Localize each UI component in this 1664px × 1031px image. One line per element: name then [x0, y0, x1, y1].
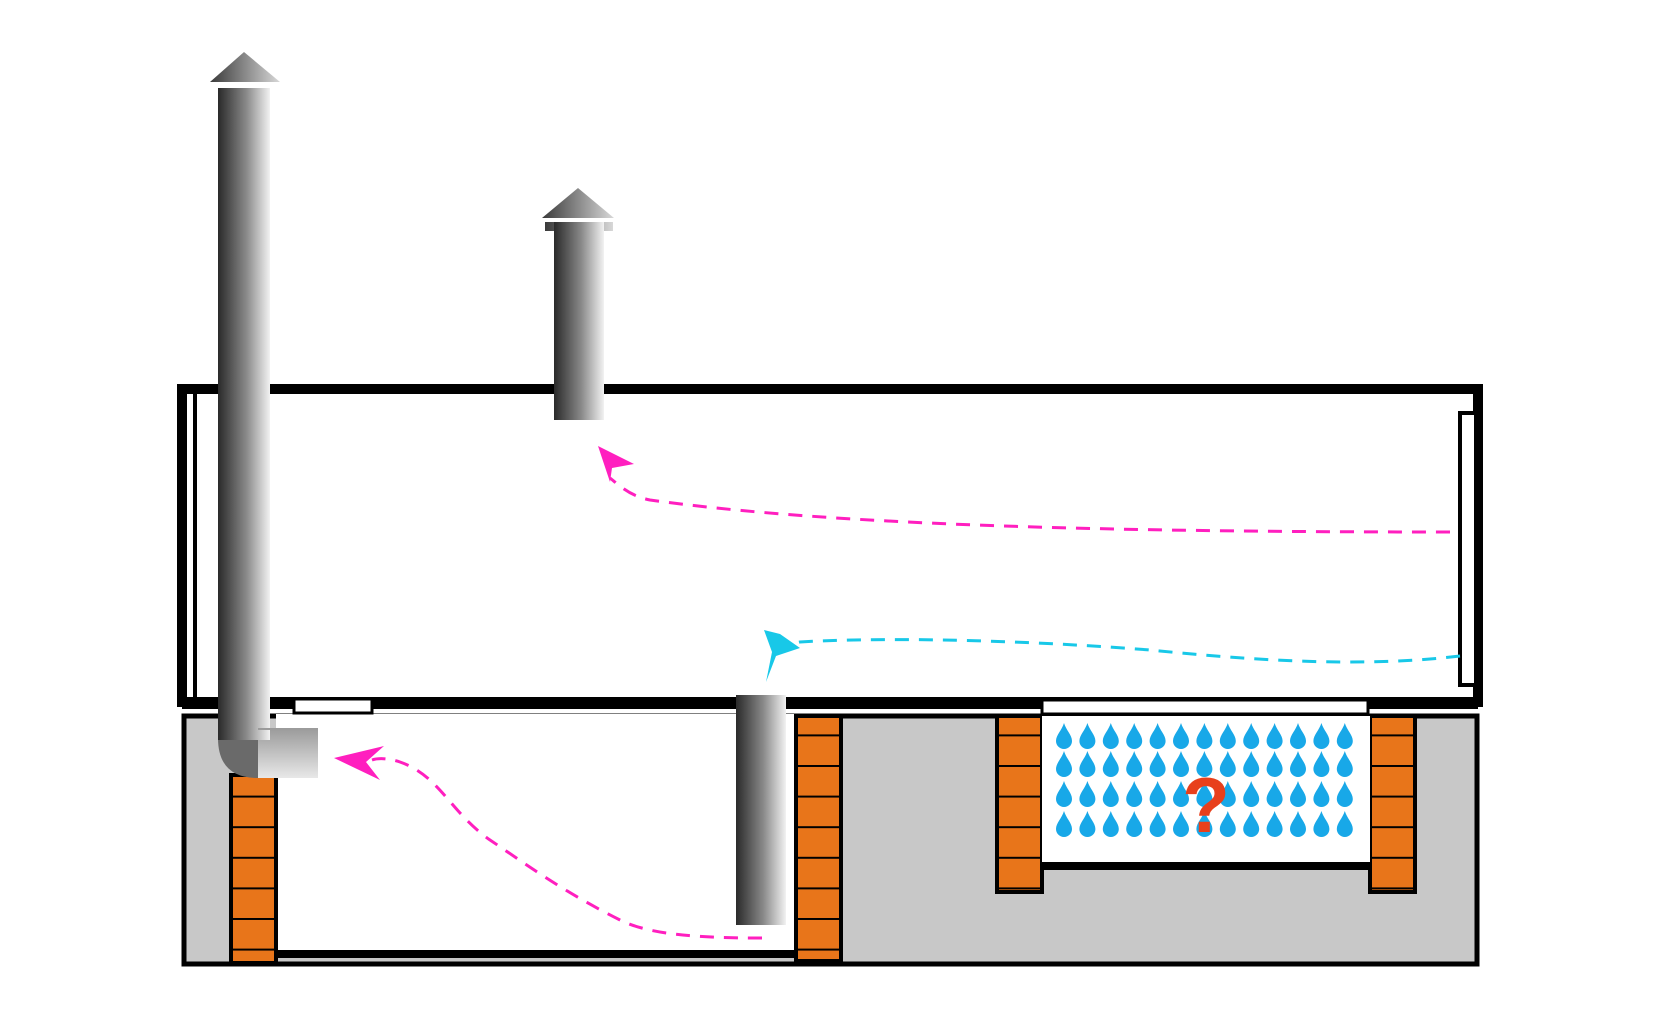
water-drop — [1079, 751, 1096, 777]
water-drop — [1336, 811, 1353, 837]
water-drop — [1266, 723, 1283, 749]
upper-room-airflow — [598, 446, 1451, 534]
water-drop — [1056, 781, 1072, 807]
brick-column-pit-right — [1368, 714, 1417, 894]
water-drop — [1313, 723, 1330, 749]
pit-cover — [1040, 698, 1370, 716]
water-drop — [1079, 723, 1096, 749]
water-drop — [1266, 811, 1283, 837]
return-airflow — [764, 630, 1461, 682]
water-drop — [1173, 723, 1189, 749]
water-drop — [1196, 781, 1213, 807]
water-drop — [1173, 751, 1189, 777]
short-exhaust-pipe — [542, 188, 614, 420]
pit-question-mark: ? — [1182, 761, 1230, 849]
water-drop — [1219, 723, 1236, 749]
airflow-arrowhead-icon — [764, 630, 800, 682]
water-drop — [1173, 781, 1189, 807]
water-drop — [1196, 723, 1213, 749]
water-drop — [1290, 751, 1306, 777]
airflow-arrowhead-icon — [598, 446, 634, 482]
water-drop — [1149, 723, 1166, 749]
water-drop — [1336, 781, 1353, 807]
water-drop — [1243, 811, 1260, 837]
water-drop — [1243, 723, 1260, 749]
water-drop — [1219, 781, 1236, 807]
water-drop — [1056, 811, 1072, 837]
brick-column-pit-left — [995, 714, 1044, 894]
water-drop — [1056, 723, 1072, 749]
water-drop — [1079, 781, 1096, 807]
basement-airflow — [334, 746, 763, 940]
pipe-cap-icon — [542, 188, 614, 218]
water-drop — [1173, 811, 1189, 837]
water-drop — [1290, 723, 1306, 749]
water-drop — [1126, 811, 1143, 837]
water-drop — [1290, 781, 1306, 807]
floor-vent-grill — [292, 697, 374, 715]
basement-room — [276, 714, 796, 958]
tall-exhaust-pipe — [210, 52, 318, 778]
water-drop — [1313, 751, 1330, 777]
water-drop — [1126, 751, 1143, 777]
brick-column-left — [229, 773, 278, 965]
water-drop — [1126, 723, 1143, 749]
water-drop — [1243, 781, 1260, 807]
water-drop — [1313, 811, 1330, 837]
water-drop — [1266, 781, 1283, 807]
water-drop — [1266, 751, 1283, 777]
brick-column-middle — [794, 714, 843, 963]
water-drop — [1102, 751, 1119, 777]
upper-room — [177, 384, 1483, 707]
airflow-arrowhead-icon — [334, 746, 384, 780]
water-drop — [1126, 781, 1143, 807]
water-drop — [1336, 723, 1353, 749]
water-drop — [1219, 811, 1236, 837]
water-drop — [1102, 723, 1119, 749]
right-wall-window — [1458, 411, 1478, 687]
water-drop — [1149, 781, 1166, 807]
water-drop — [1149, 811, 1166, 837]
water-drop — [1149, 751, 1166, 777]
water-drop — [1102, 811, 1119, 837]
water-drops-icon — [1056, 723, 1353, 837]
water-drop — [1313, 781, 1330, 807]
water-pit: ? — [1042, 716, 1370, 870]
basement-inlet-pipe — [736, 695, 786, 925]
water-drop — [1056, 751, 1072, 777]
pipe-cap-icon — [210, 52, 280, 82]
water-drop — [1219, 751, 1236, 777]
water-drop — [1196, 751, 1213, 777]
water-drop — [1196, 811, 1213, 837]
water-drop — [1243, 751, 1260, 777]
water-drop — [1290, 811, 1306, 837]
water-drop — [1102, 781, 1119, 807]
water-drop — [1336, 751, 1353, 777]
water-drop — [1079, 811, 1096, 837]
